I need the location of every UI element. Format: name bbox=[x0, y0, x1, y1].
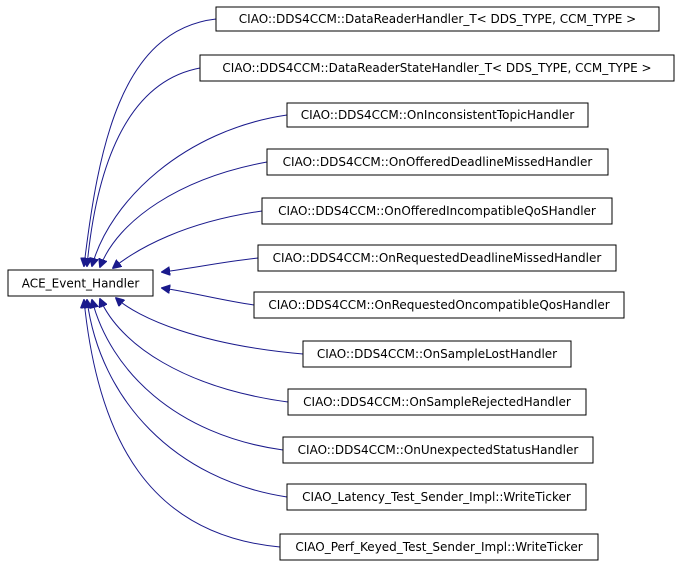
derived-class-label: CIAO::DDS4CCM::DataReaderHandler_T< DDS_… bbox=[239, 12, 636, 26]
inheritance-edge bbox=[84, 18, 217, 266]
derived-class-node[interactable]: CIAO::DDS4CCM::DataReaderHandler_T< DDS_… bbox=[215, 6, 660, 32]
derived-class-label: CIAO::DDS4CCM::OnRequestedOncompatibleQo… bbox=[268, 298, 609, 312]
derived-class-node[interactable]: CIAO::DDS4CCM::OnRequestedDeadlineMissed… bbox=[257, 244, 617, 272]
inheritance-edge bbox=[162, 257, 259, 272]
derived-class-node[interactable]: CIAO::DDS4CCM::OnOfferedDeadlineMissedHa… bbox=[266, 148, 609, 176]
derived-class-label: CIAO::DDS4CCM::OnOfferedIncompatibleQoSH… bbox=[278, 204, 596, 218]
inheritance-edge bbox=[162, 288, 255, 306]
inheritance-edge bbox=[87, 300, 288, 498]
base-class-label: ACE_Event_Handler bbox=[22, 277, 140, 291]
inheritance-edge bbox=[100, 299, 289, 403]
inheritance-edge bbox=[113, 210, 263, 268]
derived-class-label: CIAO::DDS4CCM::OnInconsistentTopicHandle… bbox=[301, 108, 575, 122]
derived-class-node[interactable]: CIAO::DDS4CCM::DataReaderStateHandler_T<… bbox=[199, 54, 675, 82]
derived-class-label: CIAO::DDS4CCM::DataReaderStateHandler_T<… bbox=[222, 61, 651, 75]
derived-class-node[interactable]: CIAO::DDS4CCM::OnRequestedOncompatibleQo… bbox=[253, 291, 625, 319]
inheritance-edge bbox=[100, 161, 268, 267]
derived-class-node[interactable]: CIAO::DDS4CCM::OnSampleLostHandler bbox=[302, 340, 572, 368]
base-class-node[interactable]: ACE_Event_Handler bbox=[7, 269, 154, 297]
inheritance-edge bbox=[116, 298, 304, 355]
inheritance-edge bbox=[84, 300, 281, 548]
inheritance-edge bbox=[87, 67, 201, 266]
derived-class-label: CIAO_Latency_Test_Sender_Impl::WriteTick… bbox=[302, 490, 571, 504]
derived-class-label: CIAO::DDS4CCM::OnSampleRejectedHandler bbox=[303, 395, 571, 409]
derived-class-label: CIAO::DDS4CCM::OnOfferedDeadlineMissedHa… bbox=[283, 155, 593, 169]
derived-class-node[interactable]: CIAO::DDS4CCM::OnSampleRejectedHandler bbox=[287, 388, 587, 416]
derived-class-label: CIAO::DDS4CCM::OnSampleLostHandler bbox=[317, 347, 557, 361]
derived-class-node[interactable]: CIAO_Perf_Keyed_Test_Sender_Impl::WriteT… bbox=[279, 533, 599, 561]
inheritance-edge bbox=[92, 114, 288, 266]
derived-class-label: CIAO_Perf_Keyed_Test_Sender_Impl::WriteT… bbox=[295, 540, 582, 554]
derived-class-node[interactable]: CIAO::DDS4CCM::OnInconsistentTopicHandle… bbox=[286, 102, 589, 128]
derived-class-label: CIAO::DDS4CCM::OnRequestedDeadlineMissed… bbox=[273, 251, 602, 265]
derived-class-label: CIAO::DDS4CCM::OnUnexpectedStatusHandler bbox=[298, 443, 579, 457]
derived-class-node[interactable]: CIAO::DDS4CCM::OnUnexpectedStatusHandler bbox=[282, 436, 594, 464]
inheritance-edge bbox=[92, 300, 284, 451]
inheritance-edges bbox=[84, 18, 304, 548]
derived-class-node[interactable]: CIAO_Latency_Test_Sender_Impl::WriteTick… bbox=[286, 483, 587, 511]
derived-class-node[interactable]: CIAO::DDS4CCM::OnOfferedIncompatibleQoSH… bbox=[261, 197, 613, 225]
